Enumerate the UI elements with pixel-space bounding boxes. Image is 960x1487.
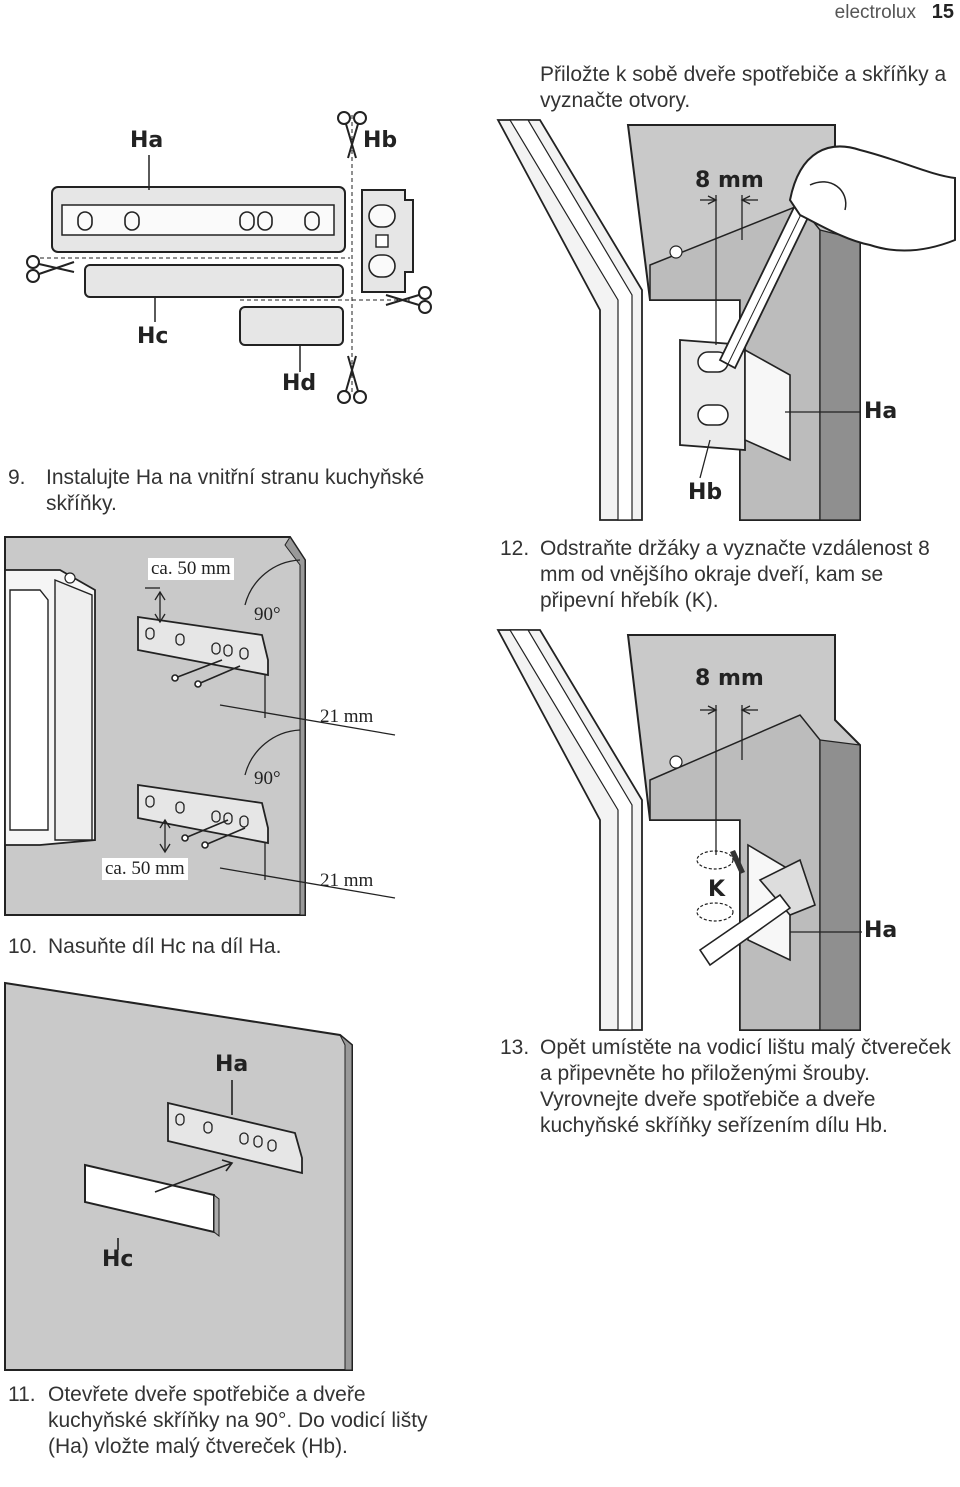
ha-mounting-illustration [4,536,396,916]
step-text: Odstraňte držáky a vyznačte vzdálenost 8… [540,537,930,612]
step-number: 11. [8,1383,36,1406]
label-ha: Ha [215,1052,249,1077]
nail-k-illustration [496,629,862,1031]
dimension-ca50-bottom: ca. 50 mm [102,858,188,880]
label-hb: Hb [363,128,398,153]
step-number: 10. [8,935,38,958]
label-hb: Hb [688,480,723,505]
step-9: 9. Instalujte Ha na vnitřní stranu kuchy… [8,465,468,517]
label-k: K [708,877,726,902]
label-hc: Hc [102,1247,134,1272]
label-8mm: 8 mm [695,666,764,691]
label-hd: Hd [282,371,317,396]
hc-onto-ha-illustration [4,981,353,1371]
step-13: 13. Opět umístěte na vodicí lištu malý č… [500,1035,956,1139]
step-11: 11. Otevřete dveře spotřebiče a dveře ku… [8,1382,470,1460]
angle-90-top: 90° [254,604,281,625]
step-10: 10. Nasuňte díl Hc na díl Ha. [8,934,468,960]
dimension-21mm-bottom: 21 mm [320,870,374,891]
dimension-21mm-top: 21 mm [320,706,374,727]
step-number: 9. [8,466,26,489]
step-12: 12. Odstraňte držáky a vyznačte vzdáleno… [500,536,956,614]
step-number: 12. [500,537,530,560]
step-text: Opět umístěte na vodicí lištu malý čtver… [540,1036,951,1137]
step-text: Otevřete dveře spotřebiče a dveře kuchyň… [48,1383,428,1458]
intro-text: Přiložte k sobě dveře spotřebiče a skříň… [540,63,947,112]
label-hc: Hc [137,324,169,349]
label-ha: Ha [864,399,898,424]
step-text: Nasuňte díl Hc na díl Ha. [48,935,282,958]
header-brand: electrolux [834,2,916,23]
page-number: 15 [931,1,954,23]
angle-90-bottom: 90° [254,768,281,789]
label-ha: Ha [130,128,164,153]
step-text: Instalujte Ha na vnitřní stranu kuchyňsk… [46,466,425,515]
step-number: 13. [500,1036,530,1059]
label-8mm: 8 mm [695,168,764,193]
parts-cutting-illustration [26,111,432,404]
scissors-icon [26,111,432,404]
dimension-ca50-top: ca. 50 mm [148,558,234,580]
marking-pencil-illustration [496,119,956,521]
label-ha: Ha [864,918,898,943]
